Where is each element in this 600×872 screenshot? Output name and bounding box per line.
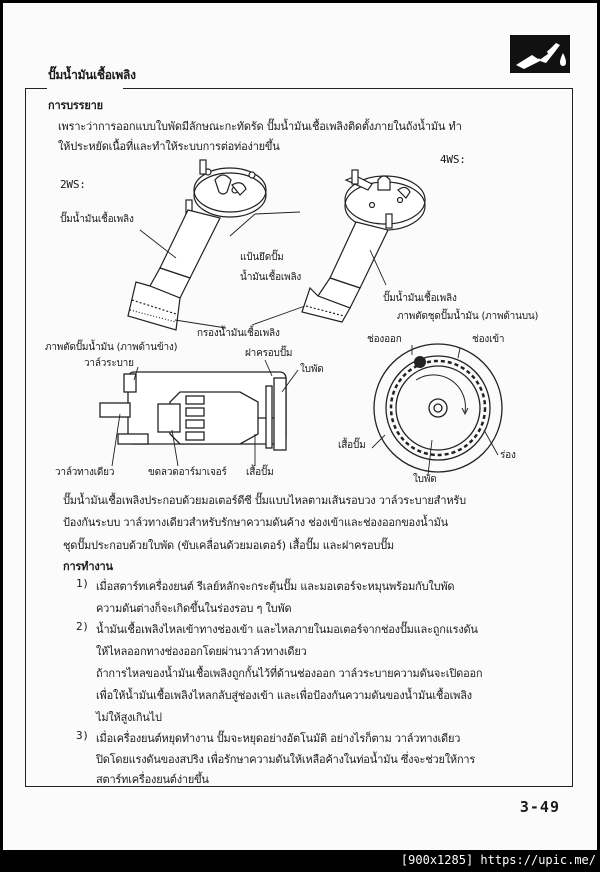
label-cutaway-side-view: ภาพตัดปั๊มน้ำมัน (ภาพด้านข้าง) [45,342,178,353]
label-pump-casing-top: เสื้อปั๊ม [338,440,366,451]
footer-bar [0,850,600,872]
label-inlet: ช่องเข้า [472,334,505,345]
description-line: ให้ประหยัดเนื้อที่และทำให้ระบบการต่อท่อง… [58,140,280,153]
label-pump-cover: ฝาครอบปั๊ม [245,348,293,359]
summary-line: ชุดปั๊มประกอบด้วยใบพัด (ขับเคลื่อนด้วยมอ… [63,539,394,552]
step-line: ไม่ให้สูงเกินไป [96,711,162,724]
step-line: เมื่อสตาร์ทเครื่องยนต์ รีเลย์หลักจะกระตุ… [96,580,455,593]
label-fuel-pump-4ws: ปั๊มน้ำมันเชื้อเพลิง [383,293,457,304]
label-4ws: 4WS: [440,153,466,166]
label-fuel-pump-2ws: ปั๊มน้ำมันเชื้อเพลิง [60,214,134,225]
label-fuel-filter: กรองน้ำมันเชื้อเพลิง [197,328,280,339]
step-line: ให้ไหลออกทางช่องออกโดยผ่านวาล์วทางเดียว [96,645,307,658]
page-number: 3-49 [519,798,560,816]
step-line: สตาร์ทเครื่องยนต์ง่ายขึ้น [96,773,209,786]
label-2ws: 2WS: [60,178,86,191]
footer-caption: [900x1285] https://upic.me/ [400,853,596,867]
fuel-nozzle-icon [510,35,570,73]
step-line: เมื่อเครื่องยนต์หยุดทำงาน ปั๊มจะหยุดอย่า… [96,732,461,745]
summary-line: ปั๊มน้ำมันเชื้อเพลิงประกอบด้วยมอเตอร์ดีซ… [63,494,466,507]
step-number: 2) [76,620,89,633]
step-line: เพื่อให้น้ำมันเชื้อเพลิงไหลกลับสู่ช่องเข… [96,689,472,702]
label-pump-mount: แป้นยึดปั๊ม [240,252,284,263]
label-impeller-side: ใบพัด [300,364,324,375]
step-line: ปิดโดยแรงดันของสปริง เพื่อรักษาความดันให… [96,753,476,766]
step-number: 3) [76,729,89,742]
label-impeller-top: ใบพัด [413,474,437,485]
box-border [123,88,573,89]
label-outlet: ช่องออก [367,334,402,345]
label-cutaway-top-view: ภาพตัดชุดปั๊มน้ำมัน (ภาพด้านบน) [397,311,539,322]
label-check-valve: วาล์วทางเดียว [55,467,115,478]
description-line: เพราะว่าการออกแบบใบพัดมีลักษณะกะทัดรัด ป… [58,120,462,133]
label-relief-valve: วาล์วระบาย [84,358,134,369]
summary-line: ป้องกันระบบ วาล์วทางเดียวสำหรับรักษาความ… [63,516,448,529]
description-heading: การบรรยาย [48,99,103,112]
label-armature-coil: ขดลวดอาร์มาเจอร์ [148,467,227,478]
step-line: ความดันต่างก็จะเกิดขึ้นในร่องรอบ ๆ ใบพัด [96,602,292,615]
step-number: 1) [76,577,89,590]
label-pump-casing-side: เสื้อปั๊ม [246,467,274,478]
operation-heading: การทำงาน [63,560,113,573]
box-border [25,88,47,89]
step-line: น้ำมันเชื้อเพลิงไหลเข้าทางช่องเข้า และไห… [96,623,478,636]
step-line: ถ้าการไหลของน้ำมันเชื้อเพลิงถูกกั้นไว้ที… [96,667,483,680]
label-pump-mount: น้ำมันเชื้อเพลิง [240,272,302,283]
content-box [25,88,573,787]
label-groove: ร่อง [500,450,516,461]
section-title: ปั๊มน้ำมันเชื้อเพลิง [48,68,136,82]
